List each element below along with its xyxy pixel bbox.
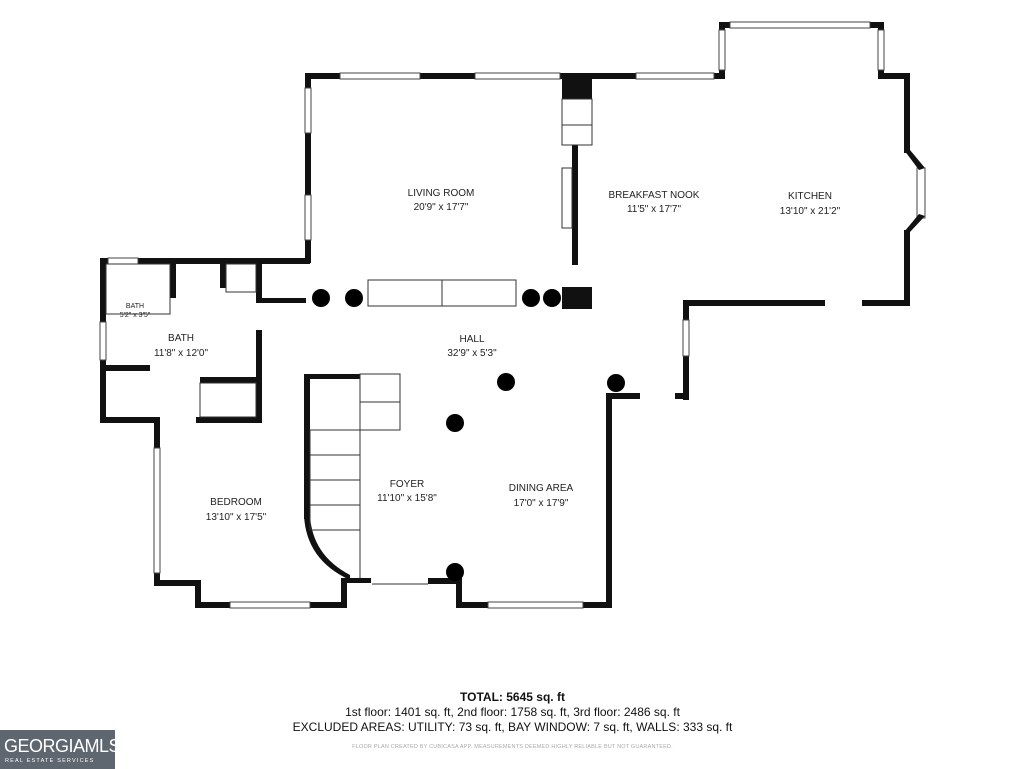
living-room-name: LIVING ROOM [408,188,475,199]
windows [99,21,926,609]
bedroom-size: 13'10" x 17'5" [206,512,267,523]
floor-plan: LIVING ROOM 20'9" x 17'7" BREAKFAST NOOK… [99,21,926,609]
logo-main-text: GEORGIAMLS [4,736,121,756]
room-labels: LIVING ROOM 20'9" x 17'7" BREAKFAST NOOK… [120,188,841,523]
breakfast-nook-name: BREAKFAST NOOK [609,190,700,201]
foyer-size: 11'10" x 15'8" [377,493,437,504]
georgia-mls-logo: GEORGIAMLS REAL ESTATE SERVICES [0,730,121,769]
dining-area-size: 17'0" x 17'9" [514,498,569,509]
disclaimer: FLOOR PLAN CREATED BY CUBICASA APP. MEAS… [352,744,673,750]
bedroom-name: BEDROOM [210,497,262,508]
breakfast-nook-size: 11'5" x 17'7" [627,204,682,215]
bath-small-size: 5'2" x 3'5" [120,312,151,319]
dining-area-name: DINING AREA [509,483,574,494]
excluded-areas: EXCLUDED AREAS: UTILITY: 73 sq. ft, BAY … [292,720,733,734]
floor-areas: 1st floor: 1401 sq. ft, 2nd floor: 1758 … [345,705,680,719]
columns [312,289,625,581]
total-area: TOTAL: 5645 sq. ft [460,690,565,704]
kitchen-name: KITCHEN [788,191,832,202]
bath-small-name: BATH [126,303,144,310]
bay-window [904,150,925,232]
fixtures [105,98,593,585]
logo-sub-text: REAL ESTATE SERVICES [5,758,95,764]
hall-name: HALL [459,334,484,345]
living-room-size: 20'9" x 17'7" [414,202,469,213]
bath-size: 11'8" x 12'0" [154,348,209,359]
kitchen-size: 13'10" x 21'2" [780,206,841,217]
bath-name: BATH [168,333,194,344]
hall-size: 32'9" x 5'3" [447,348,497,359]
foyer-name: FOYER [390,479,424,490]
